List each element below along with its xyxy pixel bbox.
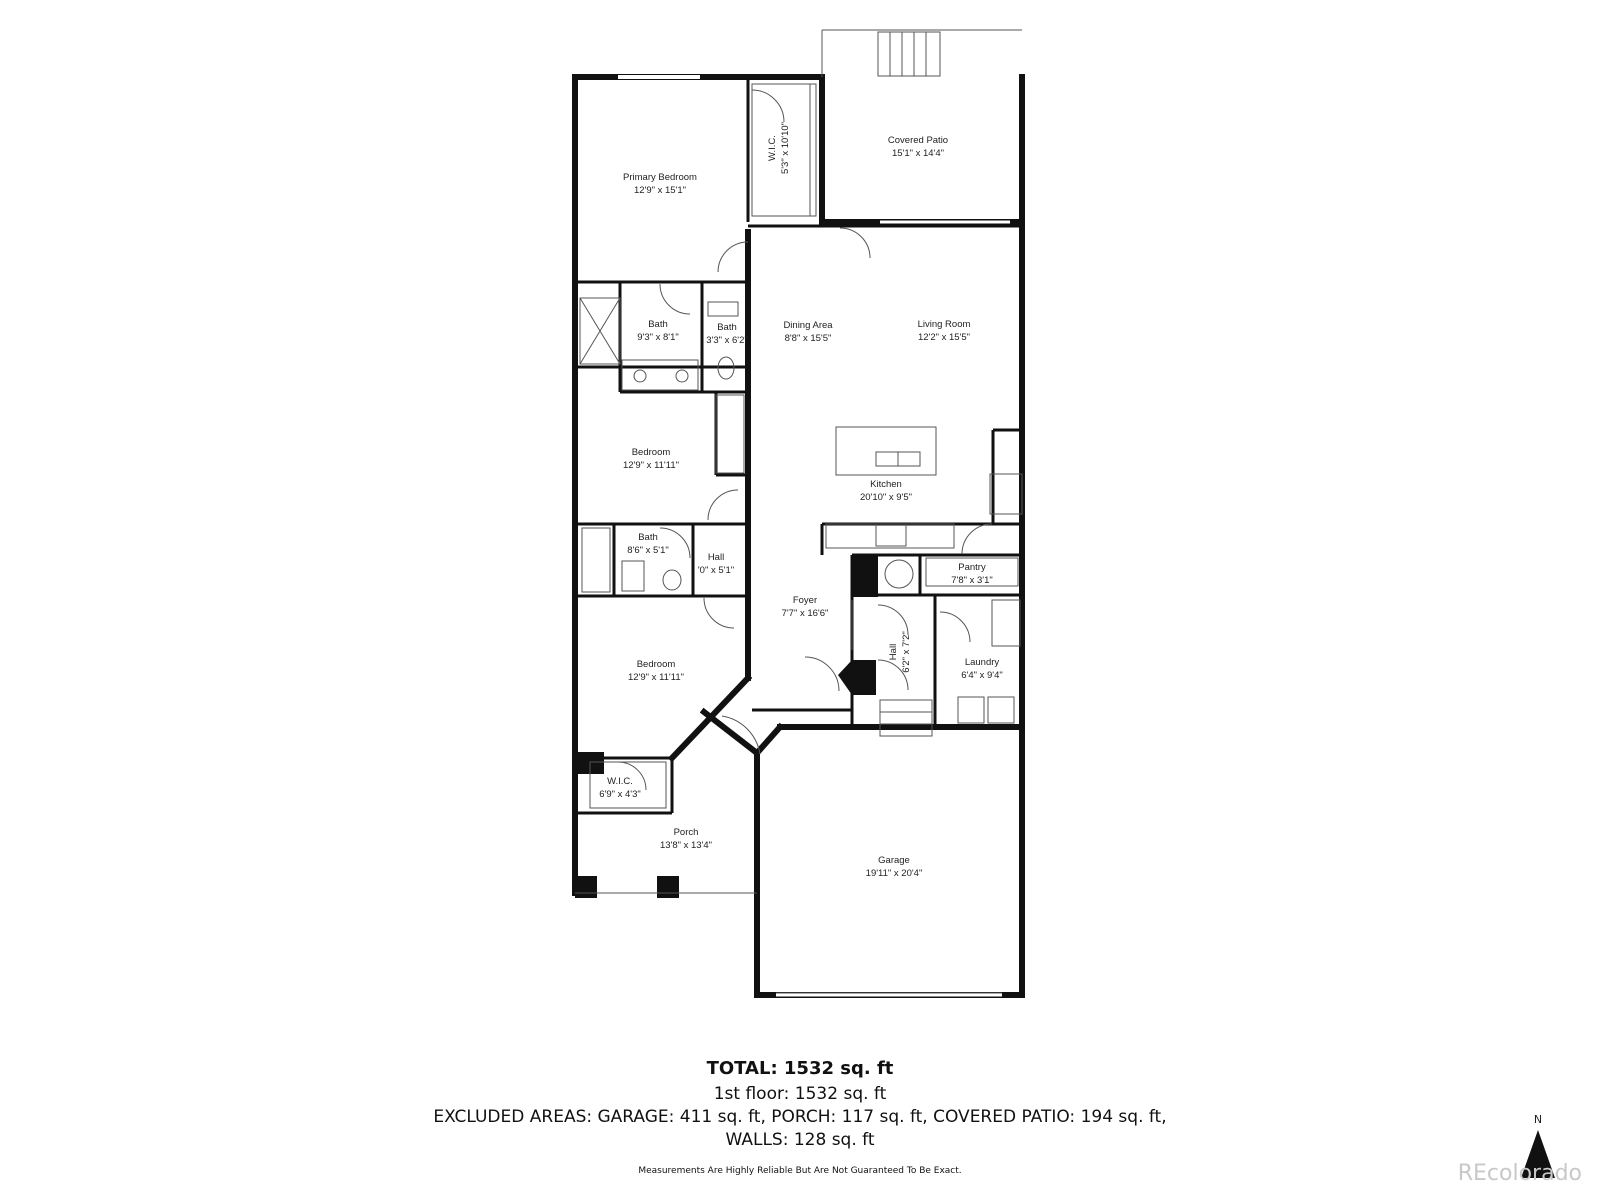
floor-plan: Primary Bedroom 12'9" x 15'1" W.I.C. 5'3… [572, 29, 1025, 998]
room-dims: 15'1" x 14'4" [892, 148, 944, 159]
room-dims: 8'6" x 5'1" [627, 545, 669, 556]
room-label-dining-area: Dining Area 8'8" x 15'5" [783, 320, 833, 344]
room-label-foyer: Foyer 7'7" x 16'6" [782, 595, 829, 619]
room-name: Foyer [793, 595, 817, 606]
room-name: Primary Bedroom [623, 172, 697, 183]
room-dims: 6'9" x 4'3" [599, 789, 641, 800]
room-dims: 12'9" x 11'11" [623, 460, 679, 471]
room-dims: 20'10" x 9'5" [860, 492, 912, 503]
room-dims: 6'2" x 7'2" [901, 631, 912, 673]
total-area: TOTAL: 1532 sq. ft [706, 1058, 894, 1079]
north-label: N [1533, 1113, 1543, 1126]
room-label-laundry: Laundry 6'4" x 9'4" [961, 657, 1003, 681]
room-label-primary-bedroom: Primary Bedroom 12'9" x 15'1" [623, 172, 697, 196]
walls-area: WALLS: 128 sq. ft [725, 1130, 875, 1150]
room-name: Kitchen [870, 479, 902, 490]
room-dims: 13'8" x 13'4" [660, 840, 712, 851]
room-dims: 8'8" x 15'5" [785, 333, 832, 344]
room-name: Porch [674, 827, 699, 838]
room-dims: '0" x 5'1" [698, 565, 734, 576]
excluded-areas: EXCLUDED AREAS: GARAGE: 411 sq. ft, PORC… [433, 1107, 1167, 1127]
room-dims: 7'8" x 3'1" [951, 575, 993, 586]
room-label-bedroom-1: Bedroom 12'9" x 11'11" [623, 447, 679, 471]
room-label-covered-patio: Covered Patio 15'1" x 14'4" [888, 135, 948, 159]
room-dims: 6'4" x 9'4" [961, 670, 1003, 681]
room-dims: 3'3" x 6'2" [706, 335, 748, 346]
room-label-wic-primary: W.I.C. 5'3" x 10'10" [767, 122, 791, 174]
room-dims: 7'7" x 16'6" [782, 608, 829, 619]
room-name: Bedroom [637, 659, 676, 670]
floor-area: 1st floor: 1532 sq. ft [713, 1084, 887, 1104]
exterior-walls [572, 74, 1025, 998]
room-label-bath-primary: Bath 9'3" x 8'1" [637, 319, 679, 343]
room-label-living-room: Living Room 12'2" x 15'5" [918, 319, 971, 343]
room-label-hall-1: Hall '0" x 5'1" [698, 552, 734, 576]
room-name: Living Room [918, 319, 971, 330]
room-name: Laundry [965, 657, 1000, 668]
room-label-pantry: Pantry 7'8" x 3'1" [951, 562, 993, 586]
room-name: Covered Patio [888, 135, 948, 146]
room-name: Bath [648, 319, 668, 330]
north-arrow-icon [1521, 1130, 1555, 1178]
room-name: Pantry [958, 562, 986, 573]
room-name: W.I.C. [607, 776, 633, 787]
room-name: Bedroom [632, 447, 671, 458]
room-dims: 19'11" x 20'4" [866, 868, 923, 879]
room-label-bedroom-2: Bedroom 12'9" x 11'11" [628, 659, 684, 683]
room-name: Hall [888, 644, 899, 660]
room-label-porch: Porch 13'8" x 13'4" [660, 827, 712, 851]
room-dims: 9'3" x 8'1" [637, 332, 679, 343]
room-name: Hall [708, 552, 724, 563]
north-compass: N [1520, 1113, 1556, 1178]
room-label-bath-small: Bath 3'3" x 6'2" [706, 322, 748, 346]
room-label-hall-2: Hall 6'2" x 7'2" [888, 631, 912, 673]
room-dims: 12'9" x 15'1" [634, 185, 686, 196]
room-label-garage: Garage 19'11" x 20'4" [866, 855, 923, 879]
room-dims: 5'3" x 10'10" [780, 122, 791, 174]
room-dims: 12'9" x 11'11" [628, 672, 684, 683]
fixtures [575, 29, 1023, 997]
room-dims: 12'2" x 15'5" [918, 332, 970, 343]
room-label-wic-2: W.I.C. 6'9" x 4'3" [599, 776, 641, 800]
room-name: W.I.C. [767, 135, 778, 161]
room-label-bath-hall: Bath 8'6" x 5'1" [627, 532, 669, 556]
room-name: Dining Area [783, 320, 833, 331]
brand-watermark: REcolorado [1457, 1161, 1582, 1186]
room-name: Bath [717, 322, 737, 333]
room-labels: Primary Bedroom 12'9" x 15'1" W.I.C. 5'3… [599, 122, 1003, 879]
disclaimer: Measurements Are Highly Reliable But Are… [638, 1166, 962, 1176]
room-name: Garage [878, 855, 910, 866]
room-name: Bath [638, 532, 658, 543]
room-label-kitchen: Kitchen 20'10" x 9'5" [860, 479, 912, 503]
